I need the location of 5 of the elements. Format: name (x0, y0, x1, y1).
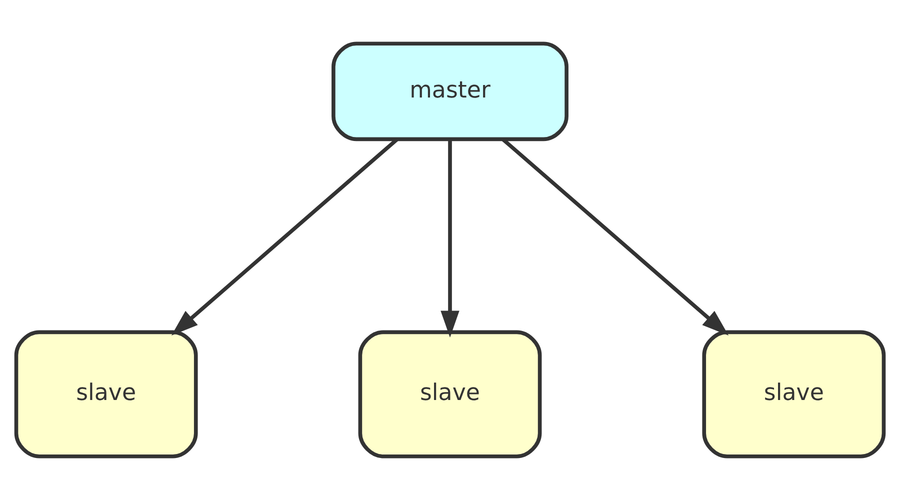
node-box: master (332, 42, 568, 142)
node-box: slave (358, 330, 542, 458)
arrow (440, 139, 460, 338)
node-box: slave (702, 330, 886, 458)
node-box: slave (14, 330, 198, 458)
